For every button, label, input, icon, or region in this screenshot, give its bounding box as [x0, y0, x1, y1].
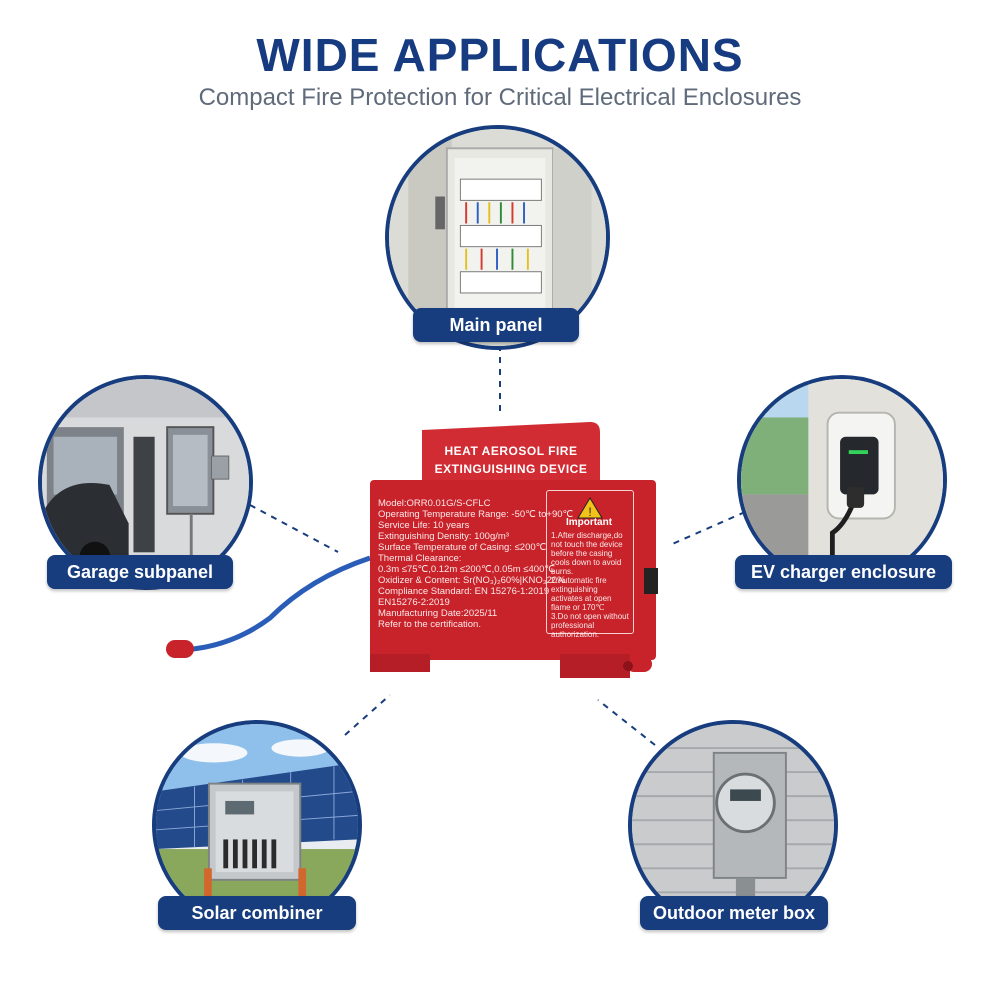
- ev-charger-image: [737, 375, 947, 585]
- important-note: extinguishing: [551, 585, 598, 594]
- device-spec: Surface Temperature of Casing: ≤200℃: [378, 542, 547, 553]
- device-spec: Service Life: 10 years: [378, 520, 470, 531]
- connector-ev: [669, 511, 746, 546]
- device-spec: Manufacturing Date:2025/11: [378, 608, 498, 619]
- label-outdoor-meter: Outdoor meter box: [640, 896, 828, 930]
- label-ev-charger: EV charger enclosure: [735, 555, 952, 589]
- device-spec: Oxidizer & Content: Sr(NO₃)₂60%|KNO₃20%: [378, 575, 566, 586]
- device-spec: Refer to the certification.: [378, 619, 481, 630]
- garage-subpanel-image: [38, 375, 253, 590]
- solar-combiner-image: [152, 720, 362, 930]
- aerosol-device: ! HEAT AEROSOL FIRE EXTINGUISHING DEVICE…: [160, 418, 680, 688]
- connector-solar: [344, 694, 391, 736]
- label-main-panel: Main panel: [413, 308, 579, 342]
- important-note: cools down to avoid: [551, 558, 622, 567]
- device-heading-line1: HEAT AEROSOL FIRE: [444, 444, 578, 458]
- device-spec: Operating Temperature Range: -50℃ to+90℃: [378, 509, 574, 520]
- page-title: WIDE APPLICATIONS: [256, 29, 744, 81]
- important-notice-box: [546, 490, 634, 634]
- device-spec: Compliance Standard: EN 15276-1:2019: [378, 586, 550, 597]
- label-solar-combiner: Solar combiner: [158, 896, 356, 930]
- device-spec: EN15276-2:2019: [378, 597, 450, 608]
- device-spec: Thermal Clearance:: [378, 553, 462, 564]
- outdoor-meter-image: [628, 720, 838, 930]
- important-note: before the casing: [551, 549, 613, 558]
- important-note: activates at open: [551, 594, 612, 603]
- connector-meter: [597, 699, 656, 746]
- device-body: !: [166, 422, 658, 678]
- svg-text:!: !: [588, 505, 591, 519]
- important-note: authorization.: [551, 630, 600, 639]
- important-note: 3.Do not open without: [551, 612, 629, 621]
- device-spec: Extinguishing Density: 100g/m³: [378, 531, 509, 542]
- label-garage-subpanel: Garage subpanel: [47, 555, 233, 589]
- important-note: 2.Automatic fire: [551, 576, 607, 585]
- important-note: professional: [551, 621, 595, 630]
- important-note: flame or 170℃: [551, 603, 605, 612]
- device-heading-line2: EXTINGUISHING DEVICE: [434, 462, 588, 476]
- important-note: 1.After discharge,do: [551, 531, 623, 540]
- important-note: not touch the device: [551, 540, 623, 549]
- important-title: Important: [565, 517, 613, 528]
- device-spec: 0.3m ≤75℃,0.12m ≤200℃,0.05m ≤400℃: [378, 564, 556, 575]
- device-spec: Model:ORR0.01G/S-CFLC: [378, 498, 491, 509]
- important-note: burns.: [551, 567, 574, 576]
- page-subtitle: Compact Fire Protection for Critical Ele…: [198, 84, 802, 111]
